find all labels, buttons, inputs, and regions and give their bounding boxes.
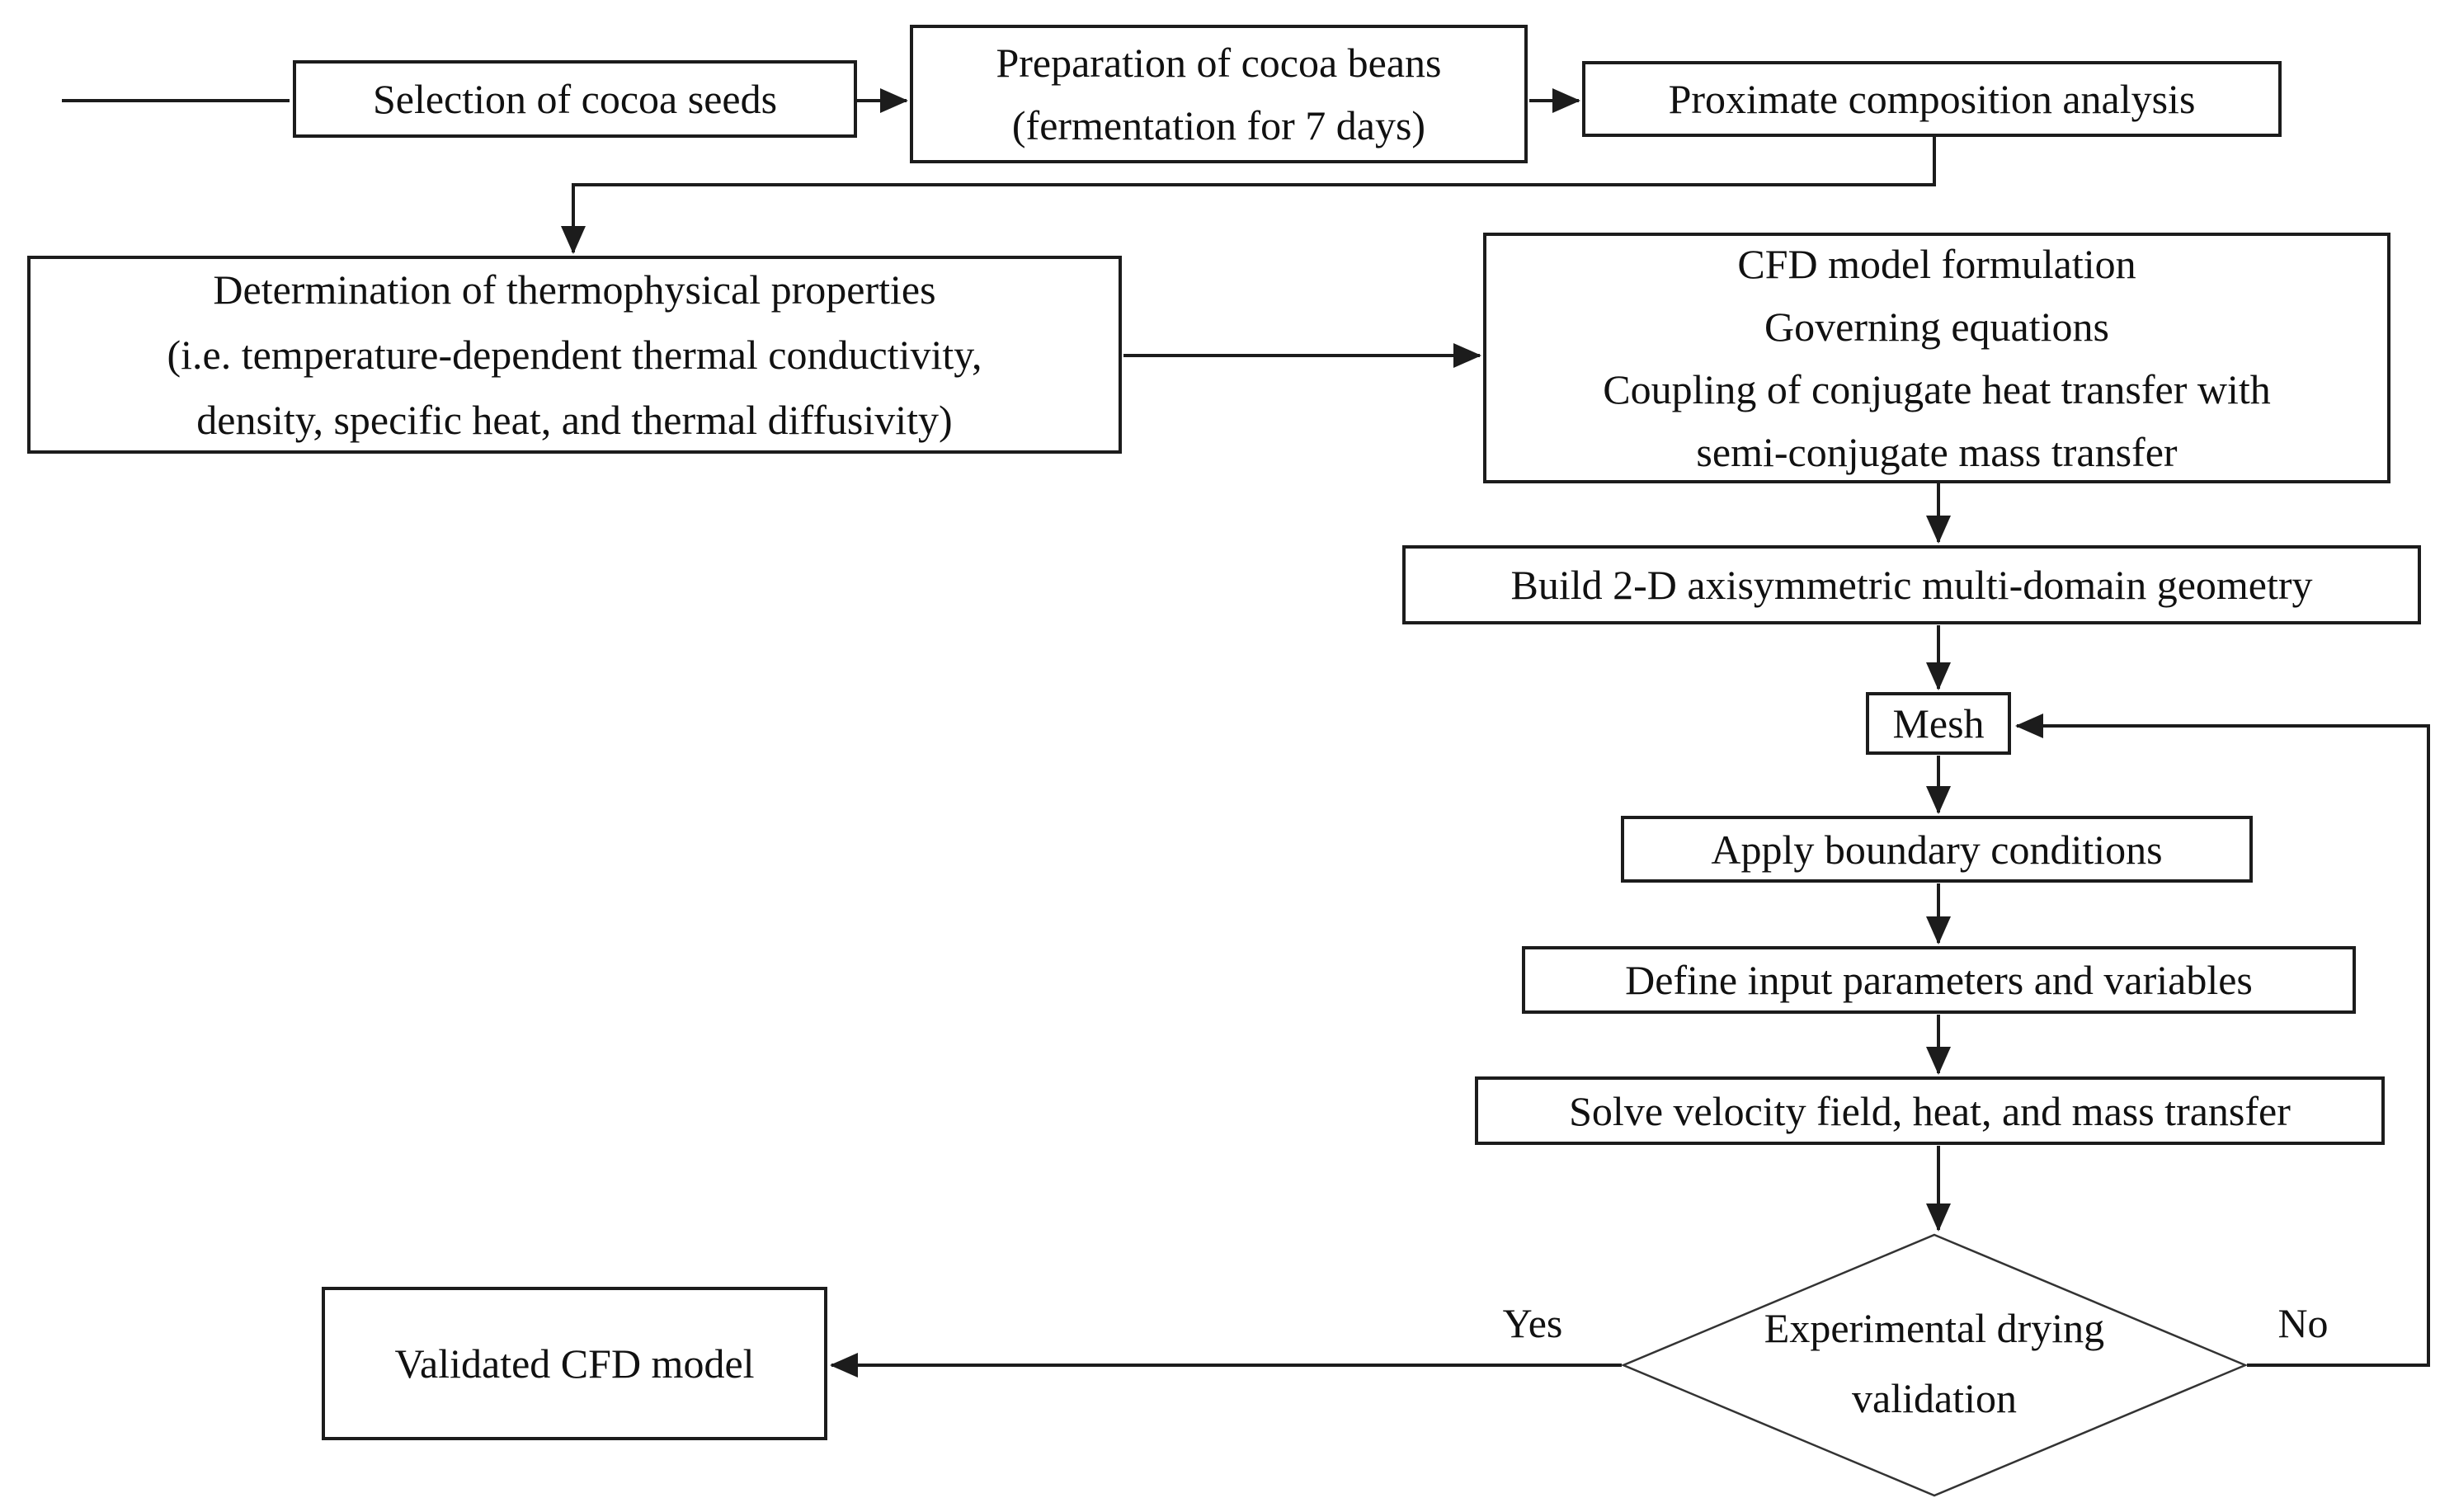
node-build-geometry: Build 2-D axisymmetric multi-domain geom… bbox=[1402, 545, 2421, 624]
node-cfd-model-formulation: CFD model formulation Governing equation… bbox=[1483, 233, 2390, 483]
node-define-input-parameters: Define input parameters and variables bbox=[1522, 946, 2356, 1014]
node-thermophysical-properties: Determination of thermophysical properti… bbox=[27, 256, 1122, 454]
node-preparation: Preparation of cocoa beans (fermentation… bbox=[910, 25, 1528, 163]
node-selection: Selection of cocoa seeds bbox=[293, 60, 857, 138]
node-validated-cfd-model: Validated CFD model bbox=[322, 1287, 827, 1440]
node-solve-fields: Solve velocity field, heat, and mass tra… bbox=[1475, 1076, 2385, 1145]
node-mesh: Mesh bbox=[1866, 692, 2011, 755]
edge-decision-no-to-mesh bbox=[2015, 714, 2430, 1367]
node-proximate-analysis: Proximate composition analysis bbox=[1582, 61, 2282, 137]
no-branch-label: No bbox=[2277, 1300, 2329, 1346]
decision-diamond-shape bbox=[1620, 1233, 2249, 1497]
decision-label: Experimental drying validation bbox=[1764, 1305, 2105, 1421]
node-apply-boundary-conditions: Apply boundary conditions bbox=[1621, 816, 2253, 883]
edge-proximate-to-thermo bbox=[561, 137, 1936, 254]
yes-branch-label: Yes bbox=[1502, 1300, 1563, 1346]
